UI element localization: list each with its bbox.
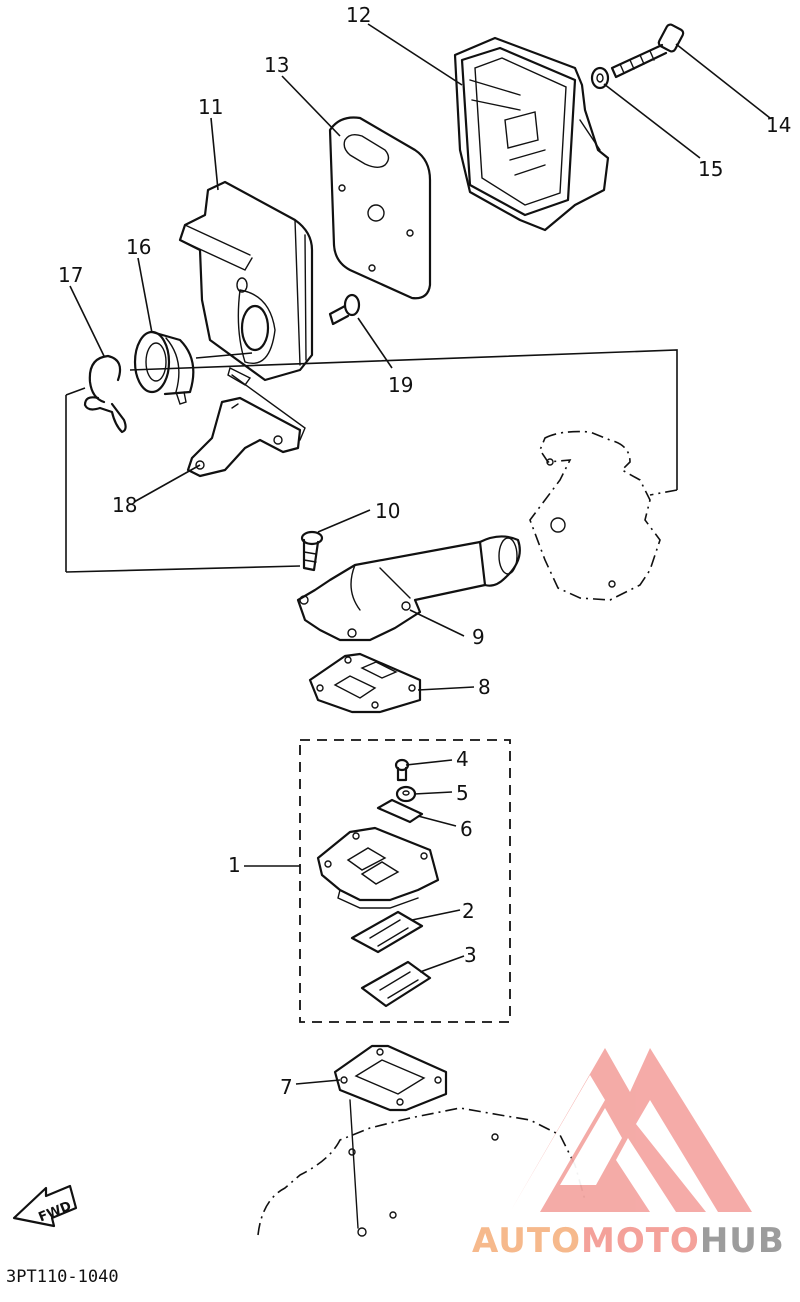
callout-6: 6 — [460, 817, 473, 841]
callout-17: 17 — [58, 263, 83, 287]
watermark-triangle-mark — [510, 1048, 752, 1212]
reed-valve-assembly-box — [299, 739, 511, 1023]
callout-5: 5 — [456, 781, 469, 805]
watermark-brand: AUTOMOTOHUB — [472, 1221, 785, 1261]
part-15-washer — [590, 66, 610, 90]
callout-19: 19 — [388, 373, 413, 397]
crankcase-outline — [529, 430, 661, 601]
callout-15: 15 — [698, 157, 723, 181]
part-19-bolt — [328, 293, 361, 326]
callout-16: 16 — [126, 235, 151, 259]
part-14-screw — [610, 23, 685, 79]
part-11-cleaner-case — [178, 180, 314, 386]
callout-4: 4 — [456, 747, 469, 771]
watermark-hub: HUB — [700, 1221, 785, 1261]
callout-8: 8 — [478, 675, 491, 699]
callout-18: 18 — [112, 493, 137, 517]
part-2-reed — [350, 910, 424, 954]
callout-numbers: 12 13 11 16 17 14 15 19 18 10 9 8 4 5 6 … — [58, 3, 791, 1099]
part-17-clamp — [83, 354, 127, 434]
fwd-arrow: FWD — [12, 1184, 78, 1228]
part-8-gasket — [308, 652, 422, 714]
callout-2: 2 — [462, 899, 475, 923]
part-3-reed — [360, 960, 432, 1008]
part-13-element-plate — [328, 116, 432, 300]
callout-1: 1 — [228, 853, 241, 877]
part-1-reed-valve — [316, 826, 440, 909]
leader-lines — [69, 23, 771, 1085]
part-9-intake-manifold — [296, 535, 521, 642]
cylinder-outline — [257, 1099, 586, 1237]
part-10-bolt — [300, 530, 324, 572]
part-4-screw — [394, 758, 410, 782]
part-7-gasket — [333, 1044, 448, 1112]
watermark-logo — [510, 1048, 752, 1212]
callout-14: 14 — [766, 113, 791, 137]
callout-13: 13 — [264, 53, 289, 77]
watermark-moto: MOTO — [581, 1221, 700, 1261]
callout-7: 7 — [280, 1075, 293, 1099]
callout-11: 11 — [198, 95, 223, 119]
callout-10: 10 — [375, 499, 400, 523]
part-6-stopper — [376, 798, 424, 824]
callout-12: 12 — [346, 3, 371, 27]
callout-3: 3 — [464, 943, 477, 967]
fwd-label: FWD — [36, 1199, 73, 1226]
part-5-washer — [395, 785, 417, 803]
callout-9: 9 — [472, 625, 485, 649]
part-18-bracket — [186, 396, 302, 478]
assembly-boundary — [65, 349, 678, 573]
watermark-auto: AUTO — [472, 1221, 581, 1261]
part-12-cleaner-cover — [453, 36, 610, 232]
diagram-code: 3PT110-1040 — [6, 1267, 119, 1287]
